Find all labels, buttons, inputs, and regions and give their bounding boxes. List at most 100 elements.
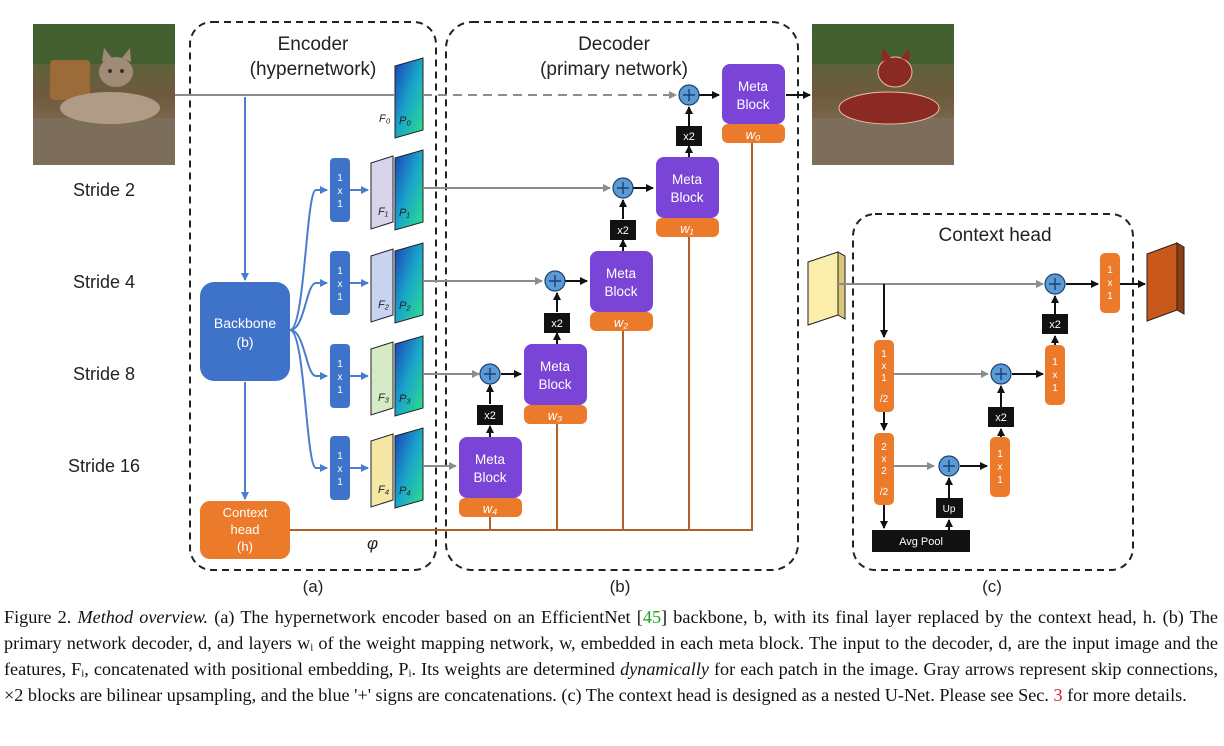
svg-text:x: x: [998, 462, 1003, 473]
svg-text:w₄: w₄: [483, 501, 498, 516]
svg-text:P₃: P₃: [399, 393, 411, 405]
context-panel-title: Context head: [938, 225, 1051, 246]
svg-text:1: 1: [1107, 291, 1113, 302]
svg-text:Avg Pool: Avg Pool: [899, 536, 943, 548]
svg-text:Backbone: Backbone: [214, 315, 276, 331]
svg-text:1: 1: [997, 449, 1003, 460]
svg-text:x: x: [882, 361, 887, 372]
svg-text:P₁: P₁: [399, 207, 410, 219]
context-conv-1x1-top: 1 x 1: [1100, 253, 1120, 313]
phi-weight-lines: [290, 143, 753, 531]
concat-plus-icon: [990, 363, 1012, 385]
concat-plus-icon: [544, 270, 566, 292]
panel-label-c: (c): [982, 577, 1002, 596]
svg-text:2: 2: [881, 442, 887, 453]
phi-symbol: φ: [367, 534, 378, 553]
caption-text-3: for each patch in the image. Gray arrows…: [4, 659, 1218, 705]
output-segmentation-image: [812, 24, 954, 165]
svg-text:F₃: F₃: [378, 392, 390, 404]
caption-text-4: for more details.: [1062, 685, 1187, 705]
svg-text:Block: Block: [604, 284, 637, 299]
meta-block-0: Meta Block w₀: [722, 64, 785, 143]
svg-text:Up: Up: [943, 504, 956, 515]
svg-text:1: 1: [337, 451, 343, 462]
svg-text:Context: Context: [223, 505, 268, 520]
feature-f4-p4: F₄ P₄: [370, 427, 424, 509]
feature-f3-p3: F₃ P₃: [370, 335, 424, 417]
upsample-x2-decoder-2: x2: [610, 220, 636, 240]
concat-plus-icon: [612, 177, 634, 199]
svg-text:1: 1: [881, 349, 887, 360]
svg-text:2: 2: [881, 466, 887, 477]
svg-text:Meta: Meta: [672, 172, 703, 187]
svg-text:Block: Block: [538, 377, 571, 392]
svg-text:x: x: [1053, 370, 1058, 381]
meta-block-2: Meta Block w₂: [590, 251, 653, 331]
upsample-x2-decoder-3: x2: [544, 313, 570, 333]
svg-text:Meta: Meta: [606, 266, 637, 281]
svg-text:x: x: [338, 279, 343, 290]
svg-text:Meta: Meta: [475, 452, 506, 467]
decoder-title: Decoder: [578, 34, 650, 55]
skip-connections: [175, 91, 677, 470]
svg-text:1: 1: [337, 477, 343, 488]
avg-pool-box: Avg Pool: [872, 530, 970, 552]
backbone-box: Backbone (b): [200, 282, 290, 381]
context-head-panel: [852, 213, 1134, 571]
svg-text:w₁: w₁: [680, 221, 694, 236]
caption-text-2: ] backbone, b, with its final layer repl…: [4, 607, 1218, 679]
caption-ref-3[interactable]: 3: [1053, 685, 1063, 705]
concat-plus-icon: [1044, 273, 1066, 295]
conv-1x1-stride8: 1 x 1: [330, 344, 350, 408]
encoder-arrows: [241, 97, 369, 500]
panel-label-a: (a): [303, 577, 324, 596]
stride-label-16: Stride 16: [68, 456, 140, 476]
svg-text:x2: x2: [551, 318, 563, 330]
svg-text:1: 1: [337, 173, 343, 184]
upsample-x2-context-1: x2: [988, 407, 1014, 427]
svg-text:P₀: P₀: [399, 115, 411, 127]
svg-text:1: 1: [1052, 383, 1058, 394]
encoder-title: Encoder: [278, 34, 349, 55]
caption-ref-45[interactable]: 45: [642, 607, 662, 627]
conv-1x1-stride2: 1 x 1: [330, 158, 350, 222]
svg-text:x: x: [338, 186, 343, 197]
svg-text:P₄: P₄: [399, 485, 411, 497]
panel-label-b: (b): [610, 577, 631, 596]
context-arrows: [838, 280, 1146, 530]
svg-text:1: 1: [881, 373, 887, 384]
svg-text:(b): (b): [236, 334, 253, 350]
upsample-x2-decoder-4: x2: [477, 405, 503, 425]
figure-caption: Figure 2. Method overview. (a) The hyper…: [4, 604, 1218, 708]
meta-block-3: Meta Block w₃: [524, 344, 587, 424]
upsample-up-box: Up: [936, 498, 963, 518]
svg-text:/2: /2: [880, 487, 889, 498]
svg-text:Meta: Meta: [738, 79, 769, 94]
svg-text:F₁: F₁: [378, 206, 389, 218]
svg-text:x2: x2: [484, 410, 496, 422]
feature-f1-p1: F₁ P₁: [370, 149, 424, 231]
svg-text:Block: Block: [473, 470, 506, 485]
caption-title: Method overview.: [77, 607, 209, 627]
caption-dynamically: dynamically: [620, 659, 709, 679]
svg-text:F₄: F₄: [378, 484, 389, 496]
stride-label-8: Stride 8: [73, 364, 135, 384]
svg-text:x: x: [338, 372, 343, 383]
svg-text:1: 1: [337, 266, 343, 277]
upsample-x2-context-2: x2: [1042, 314, 1068, 334]
stride-label-2: Stride 2: [73, 180, 135, 200]
svg-text:1: 1: [337, 359, 343, 370]
svg-text:1: 1: [337, 292, 343, 303]
svg-text:Block: Block: [736, 97, 769, 112]
context-conv-1x1-low: 1 x 1: [990, 437, 1010, 497]
svg-text:Meta: Meta: [540, 359, 571, 374]
decoder-panel: [445, 21, 799, 571]
caption-text-1: (a) The hypernetwork encoder based on an…: [208, 607, 643, 627]
context-output-slab: [1146, 242, 1185, 322]
svg-text:1: 1: [337, 385, 343, 396]
concat-plus-icon: [678, 84, 700, 106]
svg-text:head: head: [231, 522, 260, 537]
decoder-subtitle: (primary network): [540, 59, 688, 80]
svg-text:x: x: [1108, 278, 1113, 289]
context-conv-1x1-div2: 1 x 1 /2: [874, 340, 894, 412]
